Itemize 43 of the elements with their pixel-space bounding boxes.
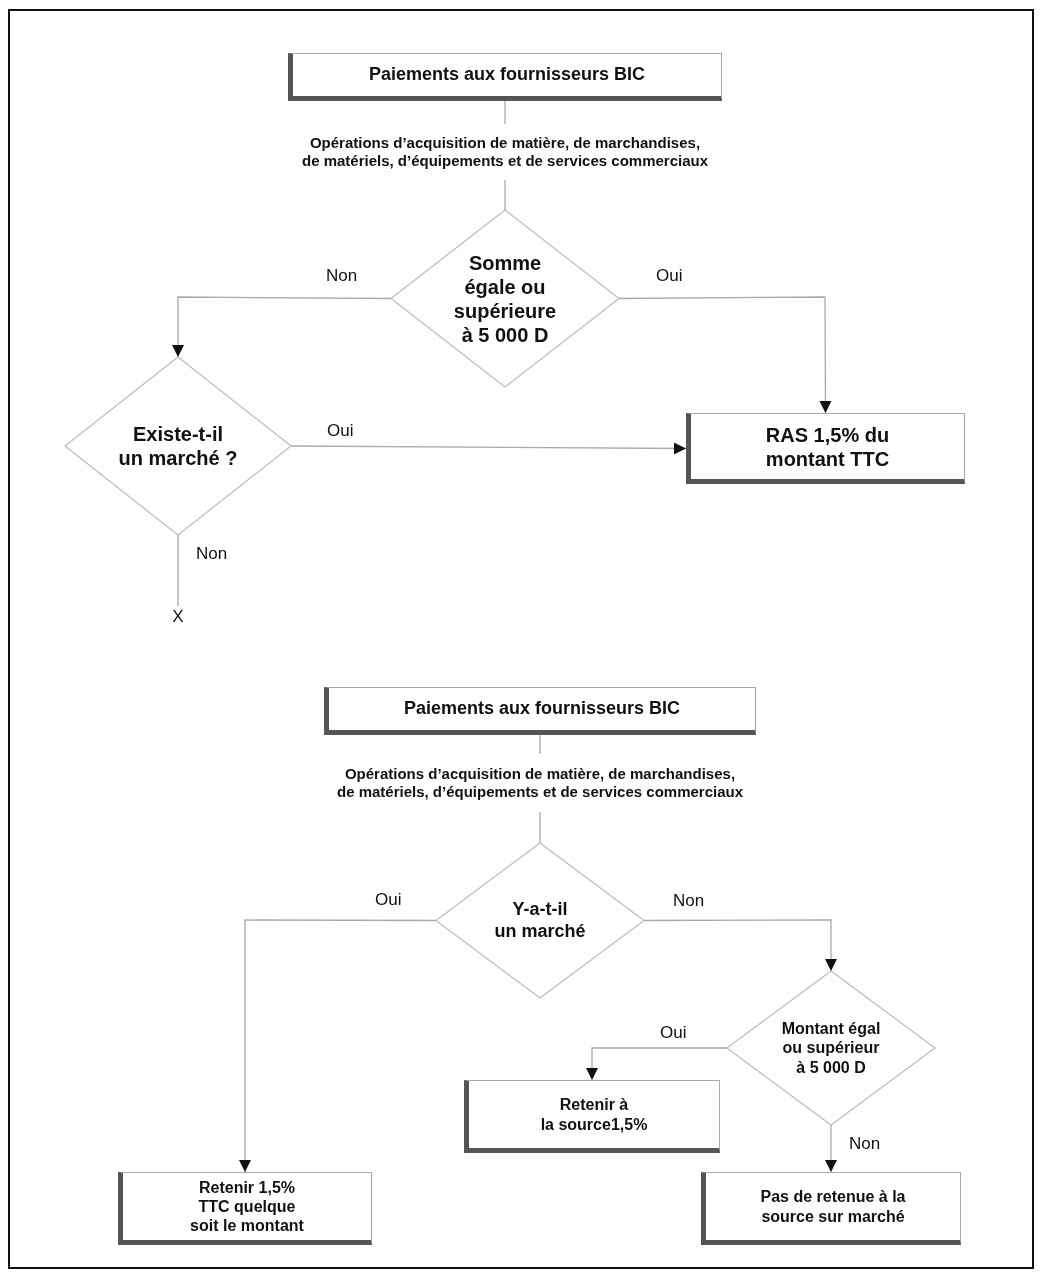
process-box	[288, 53, 722, 101]
edge-label: Oui	[375, 890, 402, 910]
edge-label: Oui	[656, 266, 683, 286]
process-box	[118, 1172, 372, 1245]
decision-diamond	[391, 210, 619, 387]
arrow	[643, 919, 837, 972]
arrow	[825, 1124, 837, 1173]
arrow	[618, 296, 832, 414]
edge-label: Oui	[660, 1023, 687, 1043]
decision-text: Existe-t-il un marché ?	[117, 422, 239, 470]
box-label: Retenir à la source1,5%	[539, 1095, 649, 1134]
edge-label: Oui	[327, 421, 354, 441]
end-label: X	[172, 606, 184, 628]
edge-label: Non	[196, 544, 228, 564]
arrow	[586, 1047, 728, 1081]
box-label: RAS 1,5% du montant TTC	[764, 422, 891, 471]
connector-line	[539, 811, 541, 844]
process-box	[686, 413, 965, 484]
operations-text: Opérations d’acquisition de matière, de marchandises, de matériels, d’équipements et de services commerciaux	[301, 134, 709, 170]
operations-text: Opérations d’acquisition de matière, de marchandises, de matériels, d’équipements et de services commerciaux	[336, 765, 744, 801]
connector-line	[504, 100, 506, 125]
box-label: Paiements aux fournisseurs BIC	[368, 64, 646, 86]
decision-diamond	[727, 971, 935, 1125]
box-label: Paiements aux fournisseurs BIC	[403, 698, 681, 720]
decision-text: Montant égal ou supérieur à 5 000 D	[780, 1019, 882, 1077]
arrow	[290, 442, 687, 455]
connector-line	[504, 179, 506, 211]
box-label: Retenir 1,5% TTC quelque soit le montant	[189, 1177, 305, 1236]
arrow	[239, 919, 437, 1173]
arrow	[172, 296, 392, 358]
edge-label: Non	[849, 1134, 881, 1154]
connector-line	[177, 534, 179, 607]
connector-line	[539, 734, 541, 755]
decision-text: Y-a-t-il un marché	[493, 898, 587, 943]
decision-text: Somme égale ou supérieure à 5 000 D	[452, 250, 558, 347]
box-label: Pas de retenue à la source sur marché	[759, 1187, 907, 1226]
decision-diamond	[65, 357, 291, 535]
process-box	[701, 1172, 961, 1245]
edge-label: Non	[673, 891, 705, 911]
decision-diamond	[436, 843, 644, 998]
process-box	[464, 1080, 720, 1153]
process-box	[324, 687, 756, 735]
edge-label: Non	[326, 266, 358, 286]
